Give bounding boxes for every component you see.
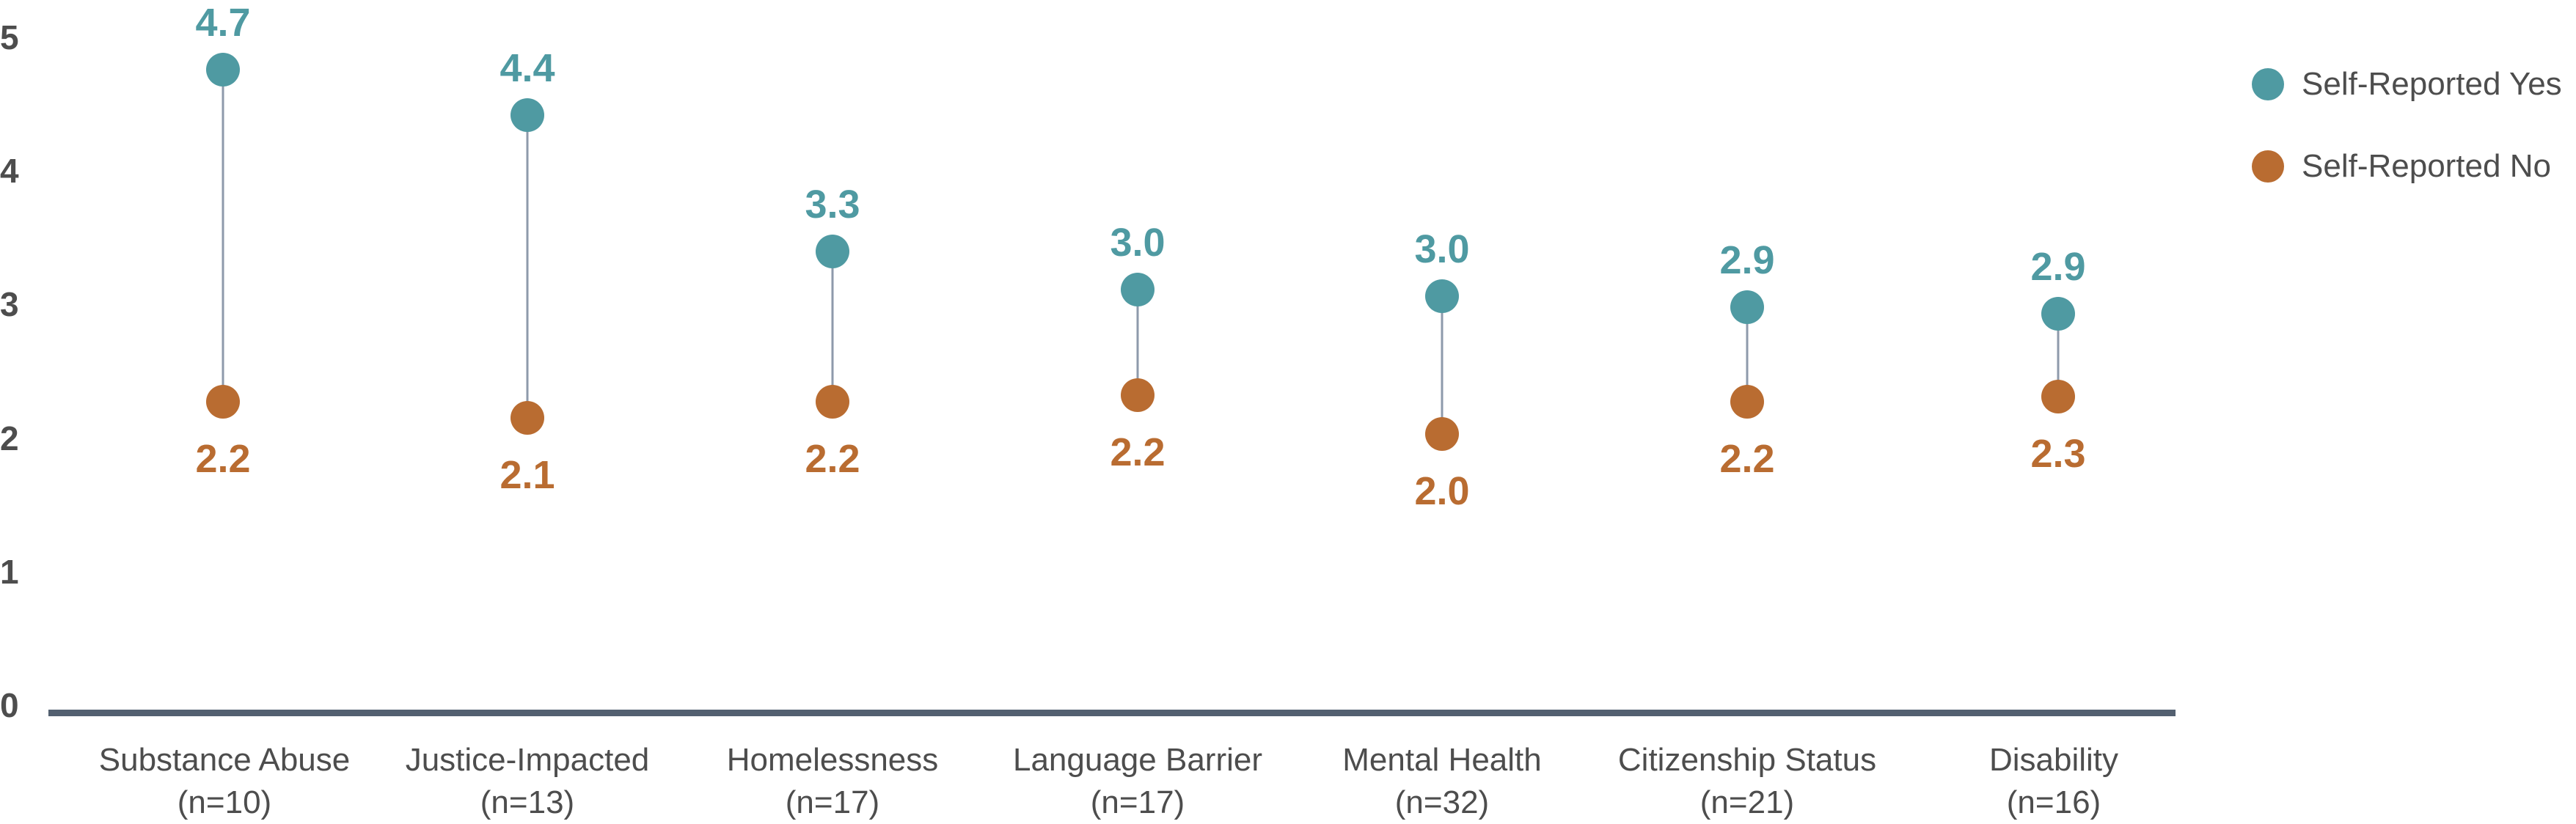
value-label-yes: 2.9 — [2030, 245, 2086, 290]
category-name: Language Barrier — [1012, 742, 1262, 778]
legend-item-yes[interactable]: Self-Reported Yes — [2252, 62, 2562, 106]
category-count: (n=32) — [1394, 784, 1490, 820]
category-label-homelessness: Homelessness (n=17) — [671, 739, 994, 824]
y-tick-1: 1 — [0, 553, 19, 591]
legend-label-no: Self-Reported No — [2302, 148, 2551, 184]
connector-line — [1441, 296, 1443, 435]
category-name: Homelessness — [726, 742, 939, 778]
category-name: Citizenship Status — [1617, 742, 1877, 778]
legend-item-no[interactable]: Self-Reported No — [2252, 144, 2551, 188]
category-label-mental-health: Mental Health (n=32) — [1281, 739, 1603, 824]
category-count: (n=10) — [177, 784, 272, 820]
data-point-yes[interactable] — [1121, 273, 1155, 307]
data-point-no[interactable] — [2041, 380, 2075, 414]
data-point-yes[interactable] — [1425, 279, 1459, 314]
value-label-no: 2.2 — [1110, 430, 1166, 475]
legend-dot-no-icon — [2252, 150, 2284, 183]
category-name: Substance Abuse — [98, 742, 351, 778]
value-label-no: 2.1 — [500, 453, 555, 498]
category-count: (n=17) — [785, 784, 880, 820]
connector-line — [526, 114, 529, 419]
connector-line — [222, 69, 224, 402]
value-label-yes: 4.4 — [500, 45, 555, 90]
connector-line — [1746, 307, 1749, 402]
value-label-no: 2.2 — [1719, 437, 1775, 482]
category-label-language-barrier: Language Barrier (n=17) — [976, 739, 1299, 824]
category-name: Justice-Impacted — [405, 742, 650, 778]
y-tick-2: 2 — [0, 419, 19, 457]
data-point-no[interactable] — [816, 385, 849, 419]
data-point-no[interactable] — [1730, 385, 1764, 419]
category-name: Mental Health — [1342, 742, 1542, 778]
y-tick-0: 0 — [0, 686, 19, 724]
data-point-no[interactable] — [206, 385, 240, 419]
data-point-yes[interactable] — [1730, 290, 1764, 325]
value-label-yes: 3.3 — [805, 182, 860, 227]
connector-line — [2057, 314, 2060, 397]
value-label-no: 2.0 — [1414, 469, 1470, 514]
category-count: (n=21) — [1699, 784, 1795, 820]
value-label-no: 2.2 — [805, 437, 860, 482]
data-point-yes[interactable] — [2041, 297, 2075, 331]
y-tick-5: 5 — [0, 18, 19, 56]
connector-line — [1136, 290, 1139, 396]
value-label-yes: 3.0 — [1414, 227, 1470, 272]
category-label-disability: Disability (n=16) — [1892, 739, 2215, 824]
data-point-yes[interactable] — [511, 98, 544, 132]
y-tick-4: 4 — [0, 152, 19, 190]
value-label-yes: 4.7 — [195, 0, 251, 45]
value-label-yes: 2.9 — [1719, 238, 1775, 283]
category-name: Disability — [1988, 742, 2119, 778]
category-label-substance-abuse: Substance Abuse (n=10) — [63, 739, 386, 824]
value-label-no: 2.2 — [195, 437, 251, 482]
category-label-citizenship-status: Citizenship Status (n=21) — [1586, 739, 1909, 824]
x-axis-line — [48, 710, 2176, 716]
y-tick-3: 3 — [0, 285, 19, 323]
category-count: (n=17) — [1090, 784, 1185, 820]
data-point-yes[interactable] — [816, 234, 849, 268]
category-count: (n=16) — [2006, 784, 2101, 820]
connector-line — [831, 251, 834, 402]
category-count: (n=13) — [480, 784, 575, 820]
value-label-yes: 3.0 — [1110, 221, 1166, 265]
value-label-no: 2.3 — [2030, 432, 2086, 477]
data-point-yes[interactable] — [206, 52, 240, 87]
data-point-no[interactable] — [511, 401, 544, 435]
data-point-no[interactable] — [1425, 417, 1459, 452]
category-label-justice-impacted: Justice-Impacted (n=13) — [366, 739, 689, 824]
legend-label-yes: Self-Reported Yes — [2302, 66, 2562, 102]
data-point-no[interactable] — [1121, 378, 1155, 413]
legend-dot-yes-icon — [2252, 68, 2284, 100]
